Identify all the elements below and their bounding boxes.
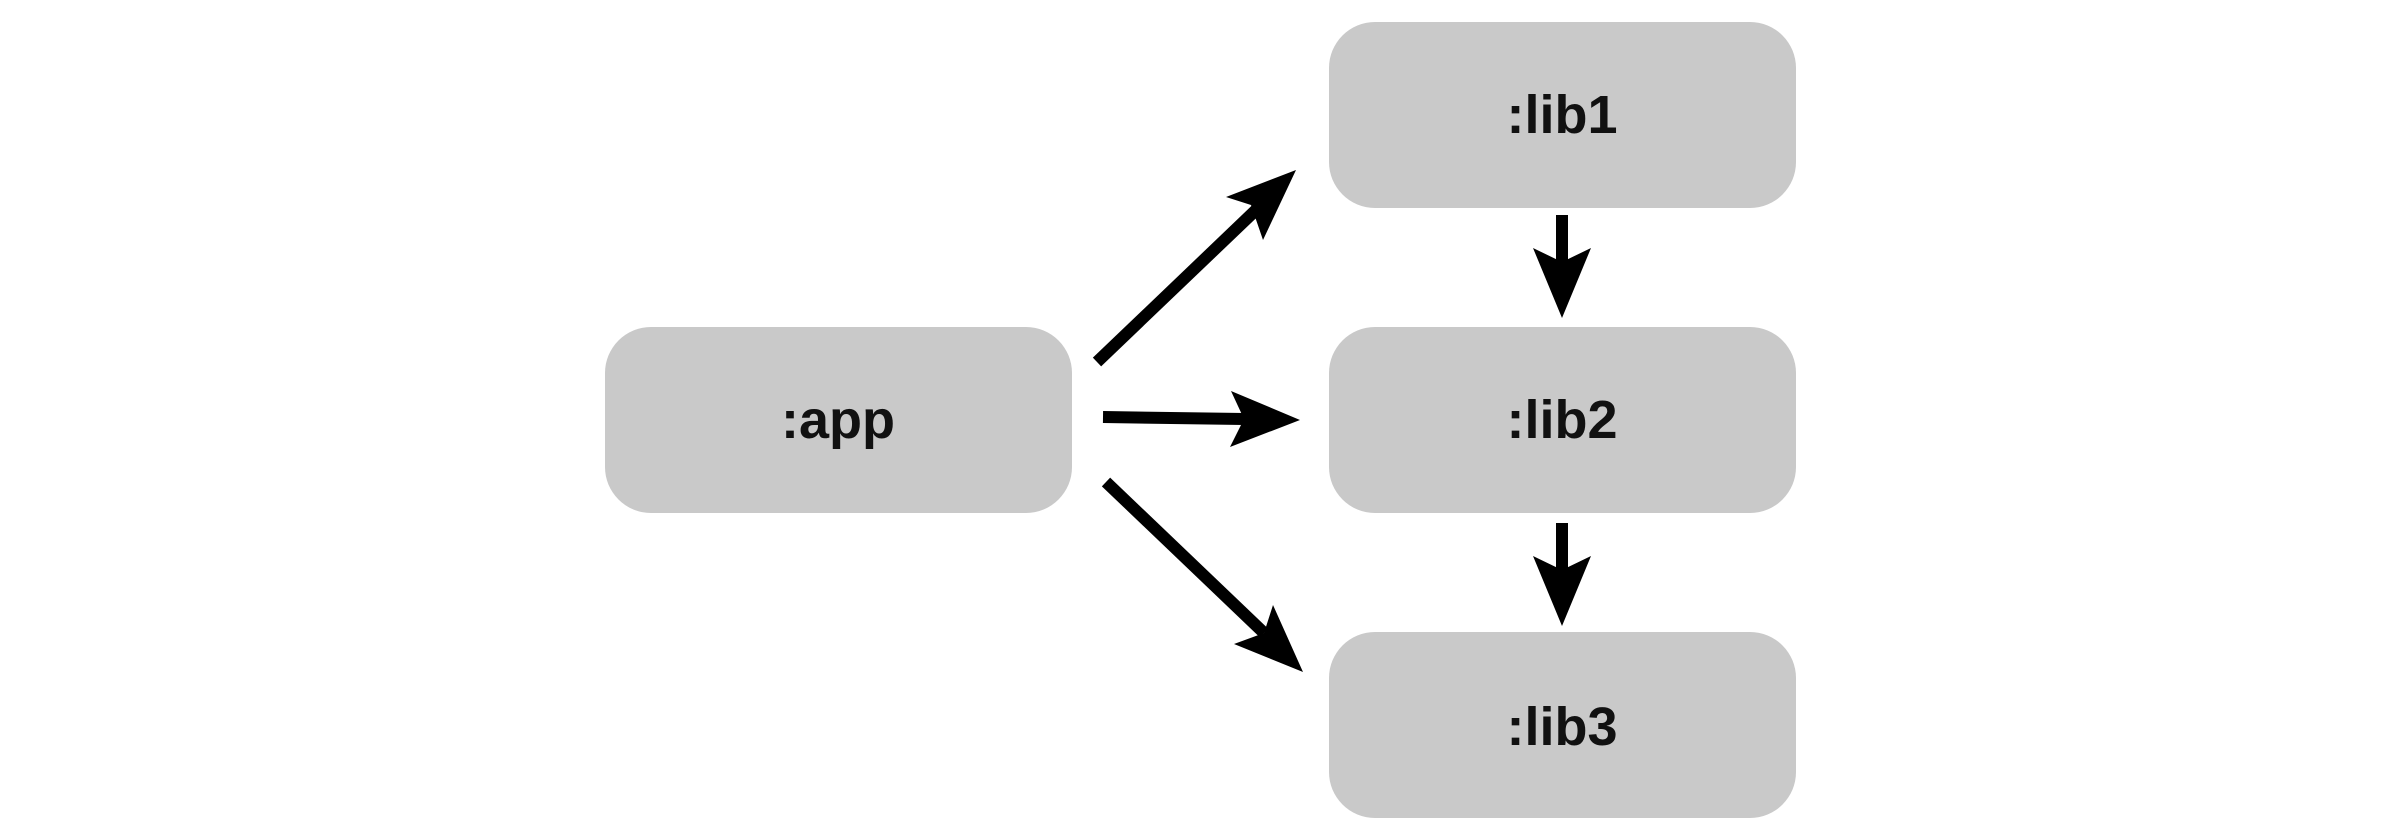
node-lib1-label: :lib1 — [1506, 85, 1617, 145]
edge-lib1-to-lib2 — [1533, 215, 1591, 318]
edge-app-to-lib3 — [1101, 477, 1303, 672]
edge-lib1-to-lib2-arrowhead — [1533, 248, 1591, 318]
edge-app-to-lib1-arrowhead — [1226, 170, 1296, 240]
node-lib2: :lib2 — [1329, 327, 1796, 513]
node-lib1-box — [1329, 22, 1796, 208]
node-app: :app — [605, 327, 1072, 513]
edge-app-to-lib2-arrowhead — [1230, 391, 1300, 447]
node-lib2-label: :lib2 — [1506, 390, 1617, 450]
node-app-box — [605, 327, 1072, 513]
edge-app-to-lib1-line — [1092, 203, 1263, 367]
edge-app-to-lib1 — [1092, 170, 1296, 367]
edge-app-to-lib3-arrowhead — [1234, 605, 1303, 672]
node-lib3-box — [1329, 632, 1796, 818]
edge-lib2-to-lib3 — [1533, 523, 1591, 626]
edge-app-to-lib2 — [1102, 391, 1300, 447]
node-lib1: :lib1 — [1329, 22, 1796, 208]
edge-app-to-lib2-line — [1102, 411, 1245, 425]
node-lib2-box — [1329, 327, 1796, 513]
node-lib3: :lib3 — [1329, 632, 1796, 818]
edge-lib2-to-lib3-arrowhead — [1533, 556, 1591, 626]
node-app-label: :app — [781, 390, 895, 450]
node-lib3-label: :lib3 — [1506, 697, 1617, 757]
edge-app-to-lib3-line — [1101, 477, 1269, 638]
